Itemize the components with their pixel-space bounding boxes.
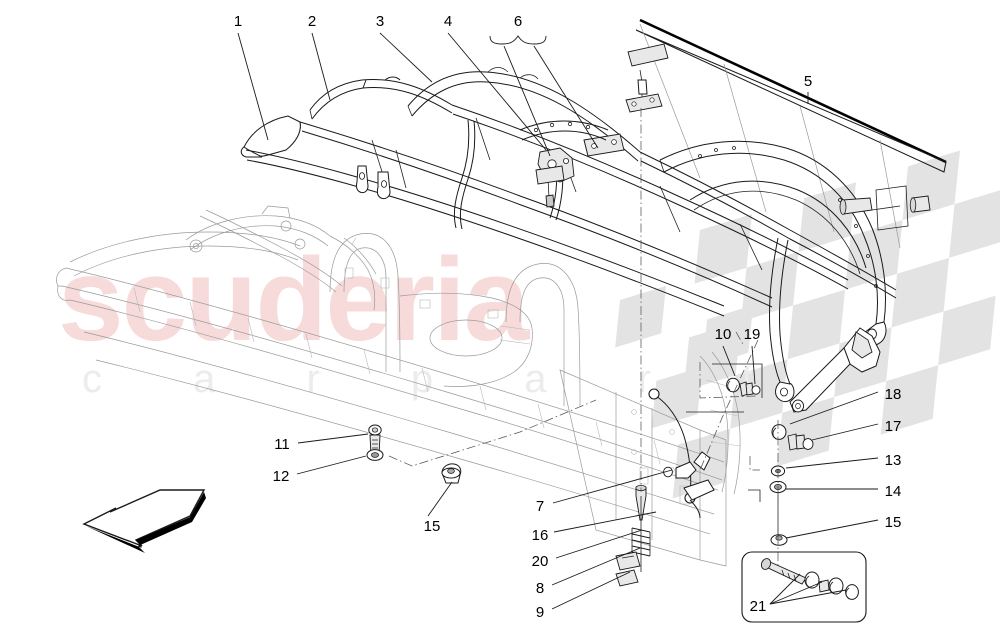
part-21-washers (804, 571, 859, 600)
callout-leader-lines (237, 32, 879, 610)
part-15-grommet-right (770, 534, 788, 546)
callout-10[interactable]: 10 (715, 326, 732, 343)
lower-fastener-group (615, 484, 651, 587)
watermark-brand-text: scuderia (58, 234, 531, 366)
callout-3[interactable]: 3 (376, 13, 384, 30)
roll-hoop-right (505, 263, 581, 407)
rail-hook-fittings (355, 165, 391, 200)
reinforcement-rib-riveted (519, 120, 609, 141)
callout-2[interactable]: 2 (308, 13, 316, 30)
part-5-roof-cover-panel (635, 18, 947, 249)
tonneau-deck (56, 267, 725, 535)
part-2-roof-bow-upper (309, 76, 453, 120)
callout-17[interactable]: 17 (885, 418, 902, 435)
center-vertical-post (768, 237, 795, 403)
rear-mounting-bolts (839, 185, 931, 231)
part-1-front-header-rail (240, 115, 301, 158)
part-17-stud-bolt (787, 433, 814, 451)
part-6-striker-plates (535, 133, 625, 185)
top-clip-and-pin (625, 43, 669, 113)
callout-16[interactable]: 16 (532, 527, 549, 544)
part-10-nut (726, 377, 740, 393)
vehicle-body-structure (56, 108, 814, 587)
scissor-linkage-mechanism (185, 205, 377, 311)
rear-deck-wall (559, 369, 727, 567)
callout-5[interactable]: 5 (804, 73, 812, 90)
main-side-rails (245, 104, 897, 317)
callout-14[interactable]: 14 (885, 483, 902, 500)
assembly-direction-arrow (82, 489, 206, 553)
part-21-long-bolt (760, 558, 807, 585)
part-18-nut (771, 424, 787, 440)
part-19-stud-bolt (739, 381, 761, 397)
part-16-latch-lever (663, 451, 715, 519)
callout-7[interactable]: 7 (536, 498, 544, 515)
callout-11[interactable]: 11 (274, 436, 290, 453)
rear-link-arm (789, 327, 881, 413)
roof-frame-assembly (240, 18, 947, 413)
watermark-subtitle-text: c a r p a r t (82, 357, 793, 401)
callout-1[interactable]: 1 (234, 13, 242, 30)
callout-4[interactable]: 4 (444, 13, 452, 30)
callout-12[interactable]: 12 (273, 468, 290, 485)
roll-hoop-left (329, 233, 401, 373)
callout-15-right[interactable]: 15 (885, 514, 902, 531)
callout-13[interactable]: 13 (885, 452, 902, 469)
part-3-roof-bow-top (407, 67, 641, 162)
centerlines (388, 108, 779, 566)
callout-20[interactable]: 20 (532, 553, 549, 570)
part-12-washer (366, 449, 384, 461)
callout-9[interactable]: 9 (536, 604, 544, 621)
callout-15-left[interactable]: 15 (424, 518, 441, 535)
callout-18[interactable]: 18 (885, 386, 902, 403)
body-tub-center (399, 292, 533, 387)
detail-callout-box-21 (741, 551, 867, 623)
callout-6[interactable]: 6 (514, 13, 522, 30)
callout-number-labels: 1 2 3 4 6 5 10 19 11 12 15 7 16 20 8 9 1… (234, 13, 902, 621)
part-15-grommet-left (441, 463, 462, 484)
callout-19[interactable]: 19 (744, 326, 761, 343)
callout-8[interactable]: 8 (536, 580, 544, 597)
callout-21[interactable]: 21 (750, 598, 767, 615)
